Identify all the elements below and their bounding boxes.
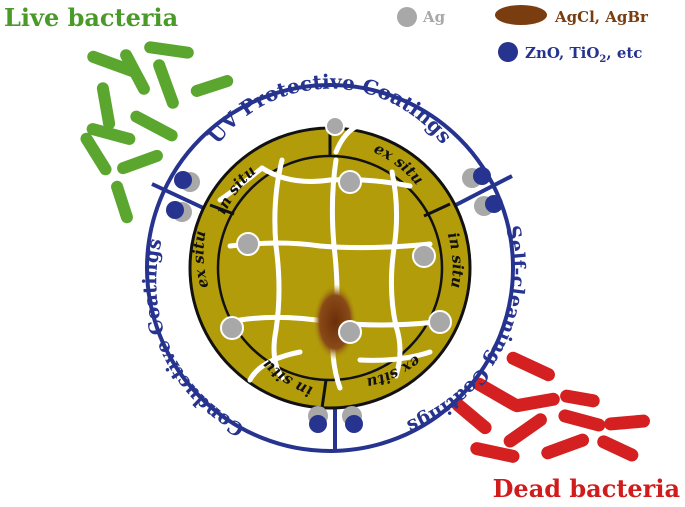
zno-particle	[166, 201, 184, 219]
live-bacteria-label: Live bacteria	[4, 3, 178, 32]
legend-agcl-label: AgCl, AgBr	[554, 8, 649, 26]
live-bacterium	[87, 50, 139, 78]
zno-particle	[345, 415, 363, 433]
segment-label-right: in situ	[444, 230, 467, 289]
segment-label-left: ex situ	[189, 229, 212, 290]
live-bacterium	[80, 132, 112, 176]
legend-agcl-marker	[495, 5, 547, 25]
ag-particle	[220, 316, 244, 340]
live-bacterium	[190, 75, 234, 97]
ag-particle	[428, 310, 452, 334]
ag-particle	[325, 116, 345, 136]
legend-zno-marker	[498, 42, 518, 62]
legend-ag-label: Ag	[422, 8, 446, 26]
dead-bacterium	[506, 351, 555, 382]
live-bacterium	[144, 41, 194, 59]
live-bacterium	[111, 180, 133, 224]
zno-particle	[473, 167, 491, 185]
dead-bacterium	[597, 435, 639, 462]
dead-bacterium	[604, 414, 650, 431]
live-bacterium	[86, 123, 136, 145]
live-bacterium	[130, 110, 178, 142]
ring-particles	[166, 167, 503, 433]
dead-bacterium	[451, 398, 492, 435]
dead-bacterium	[470, 442, 520, 463]
ag-particle	[338, 170, 362, 194]
legend-zno-label: ZnO, TiO2, etc	[525, 44, 642, 65]
dead-bacteria-label: Dead bacteria	[493, 474, 680, 503]
dead-bacteria-cluster	[451, 351, 650, 463]
dead-bacterium	[503, 413, 547, 448]
zno-particle	[174, 171, 192, 189]
live-bacteria-cluster	[80, 41, 234, 224]
dead-bacterium	[510, 392, 560, 413]
live-bacterium	[120, 49, 150, 95]
legend: Ag AgCl, AgBr ZnO, TiO2, etc	[397, 5, 649, 65]
live-bacterium	[117, 149, 163, 175]
ag-particle	[412, 244, 436, 268]
zno-particle	[485, 195, 503, 213]
live-bacterium	[153, 59, 179, 109]
dead-bacterium	[472, 377, 522, 412]
legend-ag-marker	[397, 7, 417, 27]
zno-particle	[309, 415, 327, 433]
live-bacterium	[96, 82, 116, 130]
ag-particles	[220, 116, 452, 344]
ag-particle	[236, 232, 260, 256]
dead-bacterium	[541, 433, 590, 460]
ag-particle	[338, 320, 362, 344]
core-disk	[188, 126, 472, 410]
dead-bacterium	[560, 389, 600, 408]
dead-bacterium	[558, 409, 606, 432]
